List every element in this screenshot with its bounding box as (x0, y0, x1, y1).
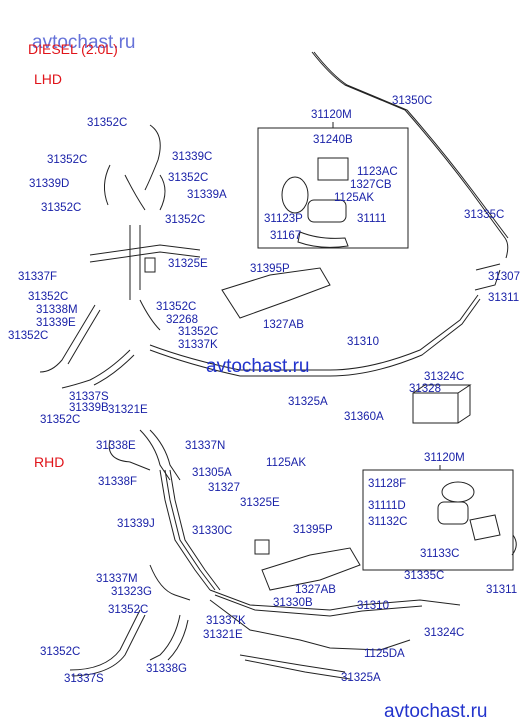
part-label-31337m: 31337M (96, 573, 138, 585)
part-label-31339e: 31339E (36, 317, 76, 329)
part-label-31352c: 31352C (40, 414, 81, 426)
part-label-31352c: 31352C (41, 202, 82, 214)
watermark-bottom: avtochast.ru (384, 701, 488, 722)
part-label-31335c: 31335C (464, 209, 505, 221)
part-label-31352c: 31352C (168, 172, 209, 184)
part-label-31323g: 31323G (111, 586, 152, 598)
part-label-31325a: 31325A (341, 672, 381, 684)
part-label-31327: 31327 (208, 482, 240, 494)
part-label-31338g: 31338G (146, 663, 187, 675)
part-label-31337n: 31337N (185, 440, 226, 452)
part-label-31338e: 31338E (96, 440, 136, 452)
variant-title: DIESEL (2.0L) (28, 41, 118, 57)
hose-31352c-lhd (39, 304, 96, 373)
part-label-31352c: 31352C (40, 646, 81, 658)
part-label-31328: 31328 (409, 383, 441, 395)
part-label-31337k: 31337K (206, 615, 246, 627)
part-label-31352c: 31352C (178, 326, 219, 338)
part-label-31337s: 31337S (69, 391, 109, 403)
part-label-32268: 32268 (166, 314, 198, 326)
part-label-31330c: 31330C (192, 525, 233, 537)
part-label-31330b: 31330B (273, 597, 313, 609)
part-label-31360a: 31360A (344, 411, 384, 423)
part-label-31310: 31310 (347, 336, 379, 348)
main-pipe-31310-lhd (149, 294, 479, 371)
part-label-31338m: 31338M (36, 304, 78, 316)
part-label-31352c: 31352C (108, 604, 149, 616)
part-label-31324c: 31324C (424, 371, 465, 383)
part-label-31350c: 31350C (392, 95, 433, 107)
part-label-31111d: 31111D (368, 500, 406, 512)
rhd-pipe-31330c (164, 469, 216, 591)
part-label-31335c: 31335C (404, 570, 445, 582)
part-label-31325e: 31325E (168, 258, 208, 270)
part-label-1123ac: 1123AC (357, 166, 398, 178)
part-label-1327ab: 1327AB (295, 584, 336, 596)
part-label-1125ak: 1125AK (334, 192, 375, 204)
part-label-31352c: 31352C (87, 117, 128, 129)
part-label-31324c: 31324C (424, 627, 465, 639)
fuel-filter-box-rhd (362, 469, 514, 571)
part-label-31321e: 31321E (203, 629, 243, 641)
part-label-31133c: 31133C (420, 548, 460, 560)
part-label-31337s: 31337S (64, 673, 104, 685)
part-label-31132c: 31132C (368, 516, 408, 528)
part-label-1327cb: 1327CB (350, 179, 392, 191)
return-line-31350c (311, 51, 509, 259)
part-label-31305a: 31305A (192, 467, 232, 479)
part-label-1327ab: 1327AB (263, 319, 304, 331)
part-label-31338f: 31338F (98, 476, 138, 488)
part-label-31325e: 31325E (240, 497, 280, 509)
part-label-31395p: 31395P (293, 524, 333, 536)
part-label-31352c: 31352C (28, 291, 69, 303)
section-lhd: LHD (34, 71, 63, 87)
part-label-31352c: 31352C (165, 214, 206, 226)
part-label-1125ak: 1125AK (266, 457, 307, 469)
part-label-31339a: 31339A (187, 189, 227, 201)
watermark-top: avtochast.ru (32, 32, 136, 53)
diagram-lines (39, 51, 517, 680)
part-label-31307: 31307 (488, 271, 520, 283)
part-label-31311: 31311 (486, 584, 518, 596)
part-label-31339c: 31339C (172, 151, 213, 163)
part-label-1125da: 1125DA (364, 648, 405, 660)
part-label-31120m: 31120M (424, 452, 465, 464)
part-label-31310: 31310 (357, 600, 389, 612)
canister-31360a (412, 392, 459, 424)
section-rhd: RHD (34, 454, 65, 470)
part-label-31321e: 31321E (108, 404, 148, 416)
part-label-31240b: 31240B (313, 134, 353, 146)
part-label-31339d: 31339D (29, 178, 70, 190)
part-label-31352c: 31352C (8, 330, 49, 342)
part-label-31120m: 31120M (311, 109, 352, 121)
part-label-31339b: 31339B (69, 402, 109, 414)
watermark-middle: avtochast.ru (206, 356, 310, 377)
part-label-31395p: 31395P (250, 263, 290, 275)
part-label-31167: 31167 (270, 230, 302, 242)
part-label-31352c: 31352C (156, 301, 197, 313)
part-label-31128f: 31128F (368, 478, 407, 490)
part-label-31337k: 31337K (178, 339, 218, 351)
part-label-31352c: 31352C (47, 154, 88, 166)
part-label-31325a: 31325A (288, 396, 328, 408)
part-label-31339j: 31339J (117, 518, 155, 530)
part-label-31111: 31111 (357, 213, 387, 225)
part-label-31123p: 31123P (264, 213, 303, 225)
part-label-31337f: 31337F (18, 271, 58, 283)
part-label-31311: 31311 (488, 292, 520, 304)
